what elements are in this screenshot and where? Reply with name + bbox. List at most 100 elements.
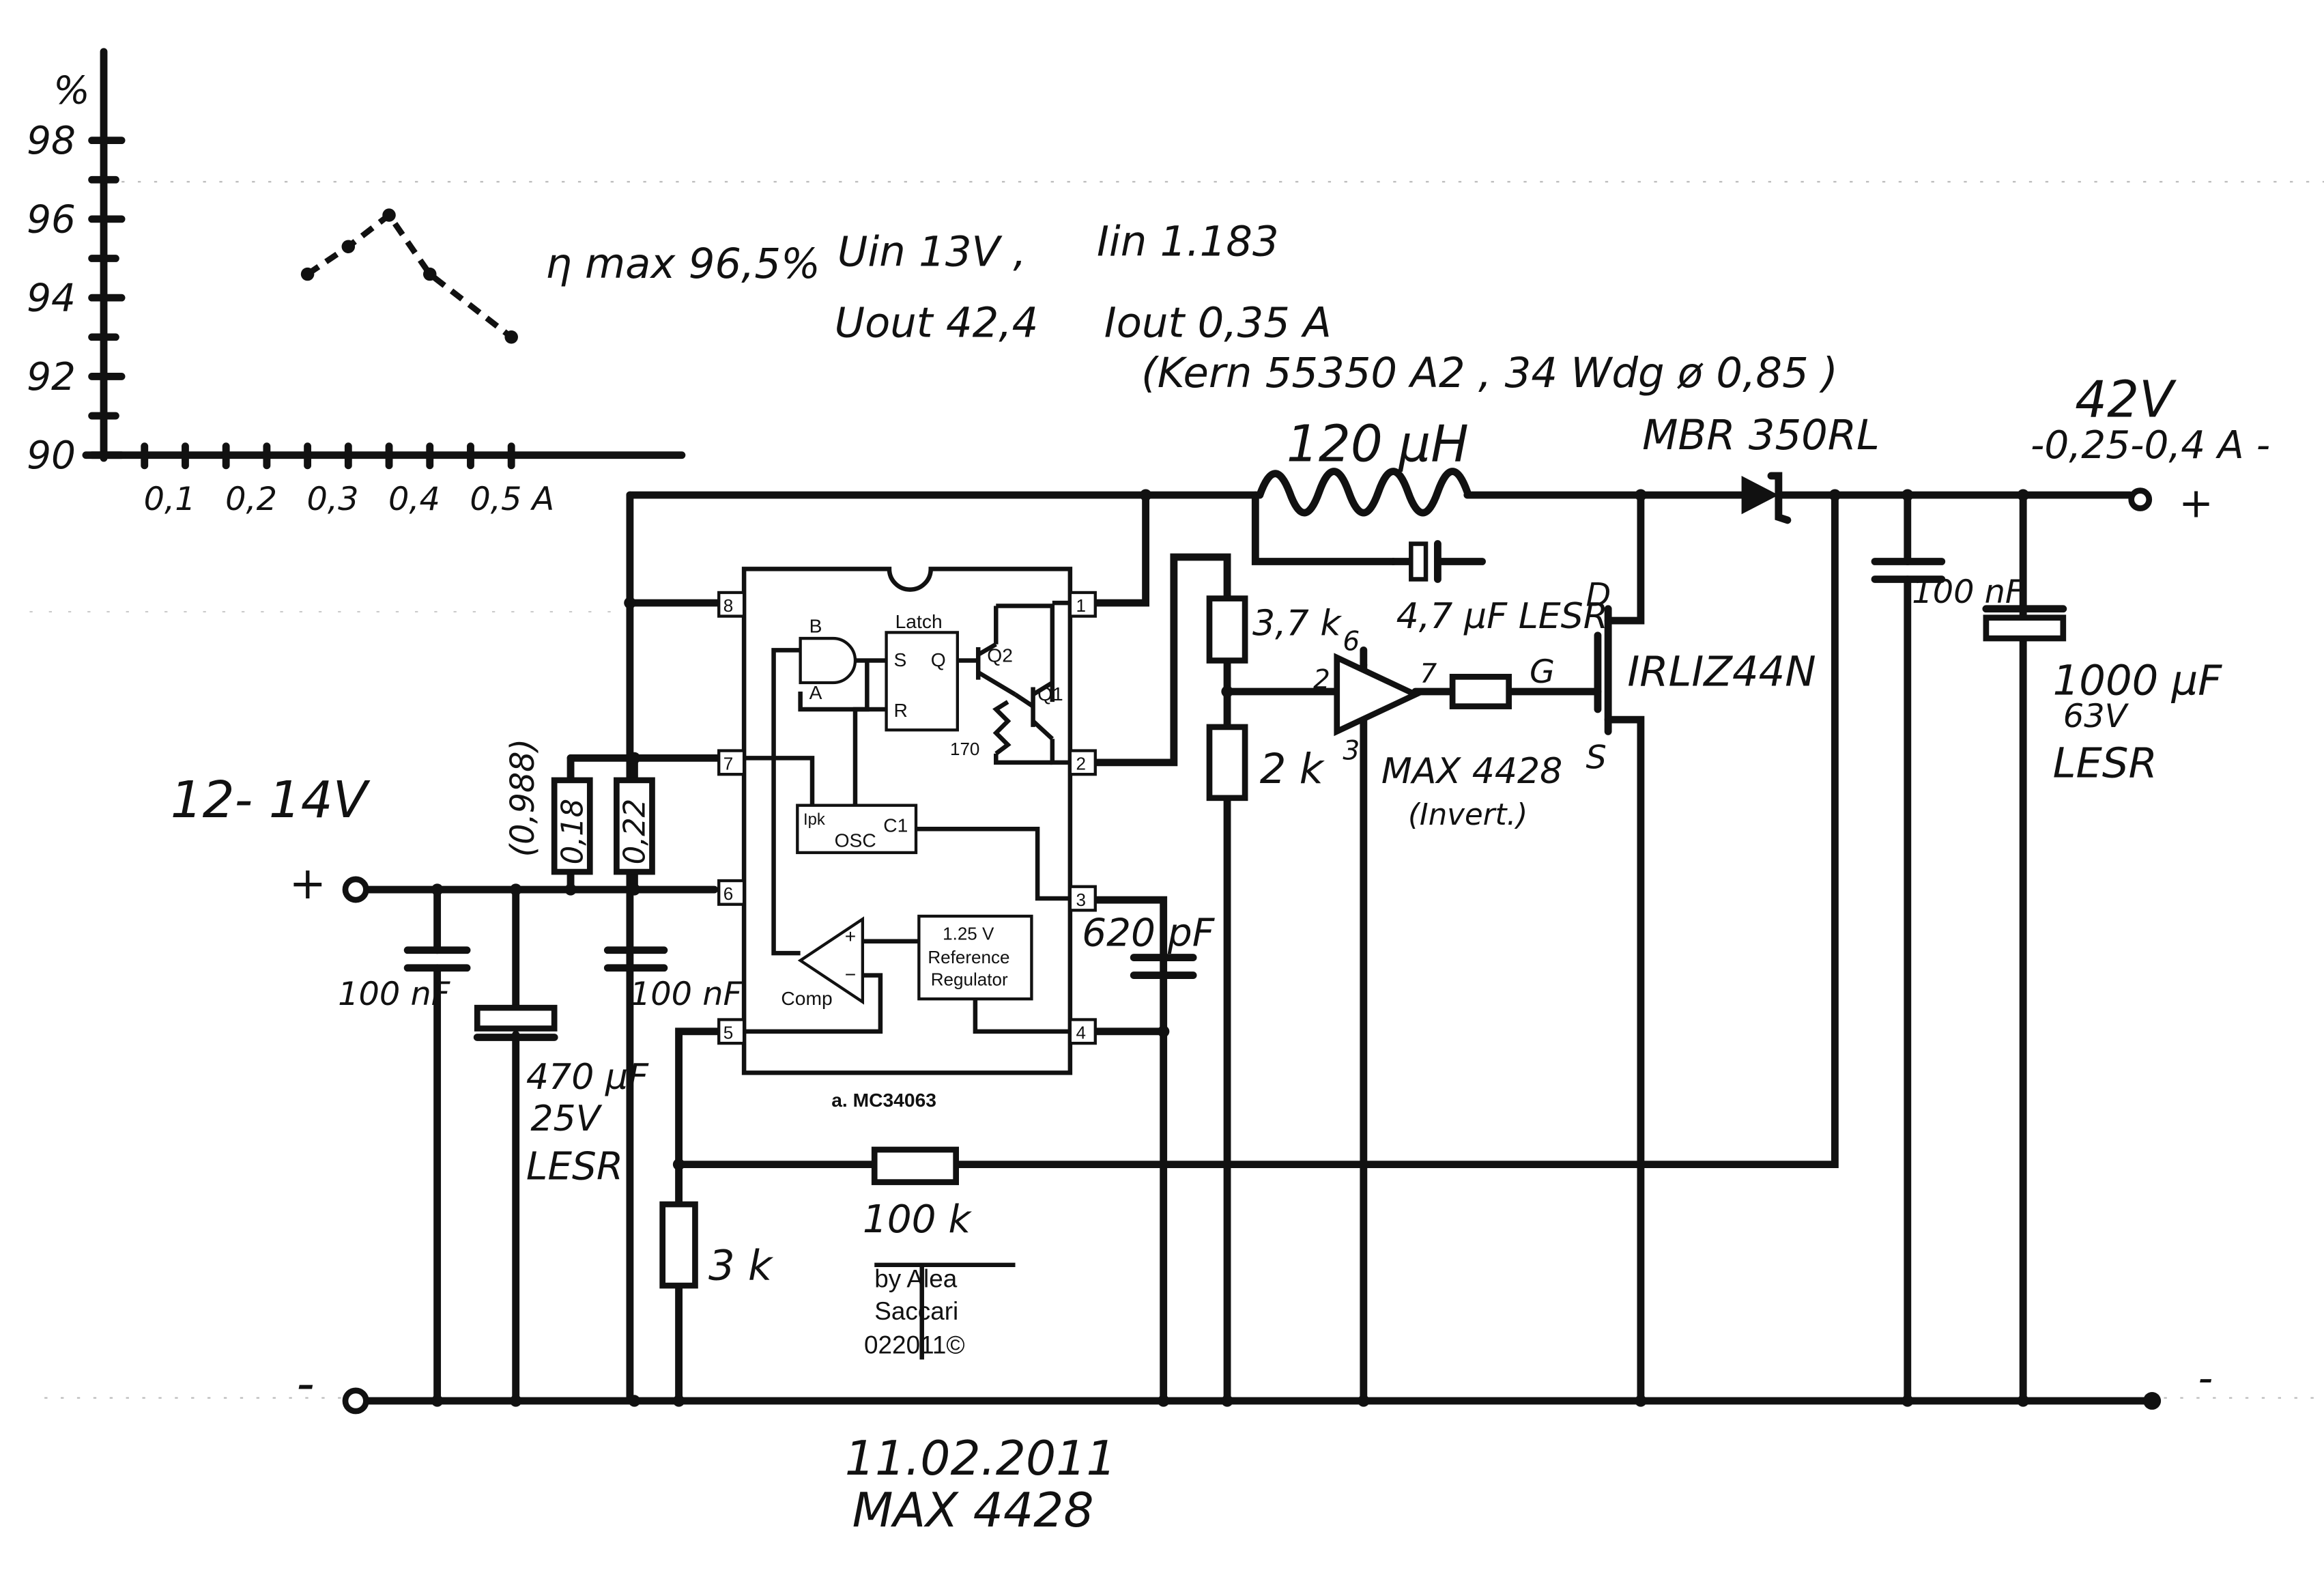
input-cap-470uf-voltage: 25V	[530, 1098, 602, 1139]
ic-latch-q: Q	[931, 649, 946, 670]
ic-r170: 170	[950, 739, 979, 759]
ic-pin-8	[717, 591, 746, 618]
ic-osc: OSC	[835, 829, 876, 851]
max4428-driver	[1334, 653, 1423, 737]
iout-note: Iout 0,35 A	[1104, 300, 1332, 347]
sense-resistor-018	[551, 777, 593, 875]
sense-resistor-parallel: (0,988)	[504, 739, 542, 857]
ic-latch-label: Latch	[895, 610, 943, 632]
chart-data-point	[504, 330, 518, 344]
chart-y-tick-label: 94	[27, 276, 76, 321]
ic-gate-b: B	[809, 614, 822, 636]
ic-comp-minus: −	[845, 963, 856, 985]
sense-resistor-018-label: 0,18	[556, 799, 590, 864]
ic-pin-7-number: 7	[723, 754, 733, 774]
ic-c1: C1	[883, 814, 908, 836]
ic-ref-reference: Reference	[928, 947, 1009, 967]
feedback-resistor-3k-label: 3 k	[708, 1243, 774, 1290]
input-cap-470uf-value: 470 µF	[526, 1057, 649, 1098]
footer-part: MAX 4428	[852, 1483, 1094, 1538]
ic-part-number: a. MC34063	[831, 1089, 936, 1111]
input-cap-100nf	[403, 946, 471, 972]
timing-capacitor-label: 620 pF	[1082, 911, 1216, 955]
output-current: -0,25-0,4 A -	[2031, 423, 2270, 468]
ic-pin-7	[717, 749, 746, 776]
output-cap-1000uf-value: 1000 µF	[2053, 657, 2223, 705]
divider-resistor-3k7-label: 3,7 k	[1252, 604, 1342, 644]
chart-x-tick-label: 0,3	[307, 481, 359, 518]
ic-pin-5	[717, 1018, 746, 1045]
ic-latch	[885, 631, 959, 732]
input-cap-470uf-esr: LESR	[526, 1144, 623, 1189]
driver-supply-capacitor	[1389, 540, 1486, 583]
mosfet-irliz44n	[1594, 605, 1612, 735]
junction-dots	[431, 489, 2029, 1407]
divider-resistor-3k7	[1206, 595, 1248, 664]
uin-note: Uin 13V ,	[837, 229, 1027, 276]
ic-pin-3-number: 3	[1076, 890, 1086, 910]
output-cap-1000uf-voltage: 63V	[2063, 698, 2129, 735]
chart-data-point	[300, 267, 315, 281]
output-cap-100nf	[1871, 558, 1946, 583]
ic-q2: Q2	[987, 644, 1013, 666]
output-minus-terminal	[2143, 1391, 2162, 1410]
core-note: (Kern 55350 A2 , 34 Wdg ø 0,85 )	[1141, 350, 1838, 397]
chart-y-tick-label: 92	[27, 355, 76, 399]
output-plus-terminal	[2128, 487, 2153, 511]
input-minus: -	[296, 1355, 315, 1413]
divider-resistor-2k-label: 2 k	[1260, 746, 1325, 793]
feedback-resistor-100k	[871, 1146, 959, 1185]
mosfet-label: IRLIZ44N	[1627, 648, 1816, 696]
output-plus: +	[2179, 480, 2213, 528]
input-plus: +	[289, 858, 326, 909]
feedback-resistor-100k-label: 100 k	[863, 1197, 973, 1242]
chart-data-point	[422, 267, 437, 281]
output-voltage: 42V	[2075, 371, 2177, 429]
ic-q1: Q1	[1037, 683, 1063, 705]
mc34063-ic: 8 1 7 2 6 3 5 4 B A Latch S Q R	[717, 567, 1097, 1111]
chart-y-tick-label: 96	[27, 197, 76, 242]
input-cap-470uf	[473, 1004, 558, 1041]
input-plus-terminal	[342, 876, 369, 903]
driver-note: (Invert.)	[1408, 798, 1527, 832]
ic-gate-a: A	[809, 681, 822, 703]
uout-note: Uout 42,4	[835, 300, 1039, 347]
ic-pin-4-number: 4	[1076, 1023, 1086, 1043]
driver-pin-out: 7	[1420, 659, 1437, 690]
input-cap-2-label: 100 nF	[630, 976, 743, 1013]
chart-y-unit: %	[53, 69, 90, 113]
ic-pin-1-number: 1	[1076, 595, 1086, 616]
sense-resistor-022	[614, 777, 655, 875]
chart-y-tick-label: 98	[27, 119, 76, 163]
divider-resistor-2k	[1206, 724, 1248, 801]
feedback-resistor-3k	[659, 1201, 698, 1289]
driver-label: MAX 4428	[1381, 751, 1562, 792]
ic-comp-plus: +	[845, 925, 856, 947]
credit-block: by Alea Saccari 022011©	[864, 1262, 1016, 1360]
credit-line-3: 022011©	[864, 1331, 965, 1359]
chart-x-tick-label: 0,5 A	[470, 481, 554, 518]
gate-resistor	[1449, 674, 1512, 709]
input-voltage: 12- 14V	[171, 771, 371, 829]
driver-pin-in: 2	[1313, 665, 1330, 696]
output-cap-1000uf-esr: LESR	[2053, 740, 2157, 788]
ic-oscillator	[796, 804, 918, 855]
schottky-diode	[1741, 472, 1792, 524]
footer-date: 11.02.2011	[845, 1432, 1117, 1486]
ic-ref-regulator: Regulator	[931, 969, 1008, 990]
ic-ref-voltage: 1.25 V	[943, 924, 994, 944]
inductor-120uh	[1256, 468, 1472, 517]
chart-x-tick-label: 0,2	[225, 481, 277, 518]
chart-data-point	[341, 240, 356, 253]
chart-series	[300, 208, 518, 344]
input-minus-terminal	[342, 1387, 369, 1415]
efficiency-note: η max 96,5%	[545, 240, 820, 288]
credit-line-2: Saccari	[874, 1297, 958, 1325]
gate-label: G	[1530, 653, 1555, 691]
ic-pin-8-number: 8	[723, 595, 733, 616]
chart-x-tick-label: 0,1	[144, 481, 196, 518]
timing-capacitor	[1130, 954, 1197, 979]
